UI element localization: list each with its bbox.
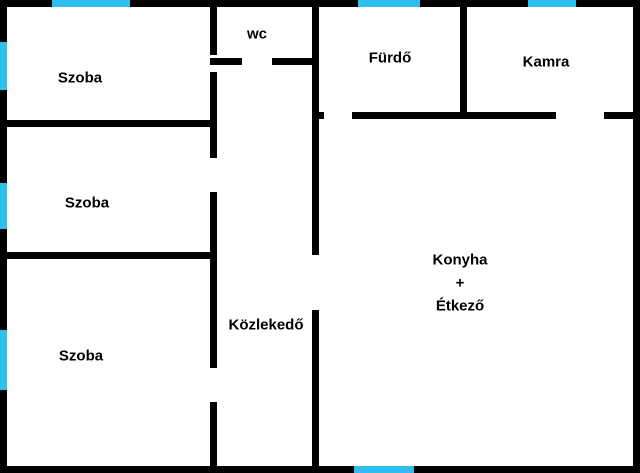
- window-top-szoba1: [52, 0, 130, 7]
- window-bottom-konyha: [354, 466, 414, 473]
- wall-kamra-bottom-stub: [604, 112, 640, 119]
- window-left-szoba2: [0, 183, 7, 229]
- wall-outer-top: [0, 0, 640, 7]
- window-top-furdo: [358, 0, 420, 7]
- wall-hall-left-mid2: [210, 192, 217, 368]
- wall-furdo-bottom-stub: [312, 112, 324, 119]
- wall-furdo-kamra-divider: [460, 0, 467, 119]
- room-label-szoba-3: Szoba: [58, 347, 104, 365]
- wall-outer-right: [633, 0, 640, 473]
- room-label-kamra: Kamra: [522, 53, 570, 71]
- wall-wc-bottom-left: [210, 58, 242, 65]
- wall-hall-right-upper: [312, 0, 319, 255]
- wall-furdo-kamra-bottom: [352, 112, 556, 119]
- room-label-konyha-etkezo: Konyha + Étkező: [432, 251, 488, 315]
- wall-wc-bottom-right: [272, 58, 319, 65]
- room-label-szoba-1: Szoba: [57, 69, 103, 87]
- wall-szoba1-szoba2-divider: [0, 120, 217, 127]
- room-label-wc: wc: [246, 25, 268, 43]
- wall-hall-left-upper: [210, 0, 217, 55]
- room-label-furdo: Fürdő: [368, 49, 412, 67]
- window-left-szoba3: [0, 330, 7, 390]
- wall-hall-left-mid1: [210, 72, 217, 158]
- window-left-szoba1: [0, 42, 7, 90]
- room-label-kozlekedo: Közlekedő: [228, 316, 304, 334]
- window-top-kamra: [528, 0, 576, 7]
- wall-hall-right-lower: [312, 310, 319, 473]
- wall-hall-left-lower: [210, 402, 217, 473]
- wall-szoba2-szoba3-divider: [0, 252, 217, 259]
- room-label-szoba-2: Szoba: [64, 194, 110, 212]
- wall-outer-left: [0, 0, 7, 473]
- wall-outer-bottom: [0, 466, 640, 473]
